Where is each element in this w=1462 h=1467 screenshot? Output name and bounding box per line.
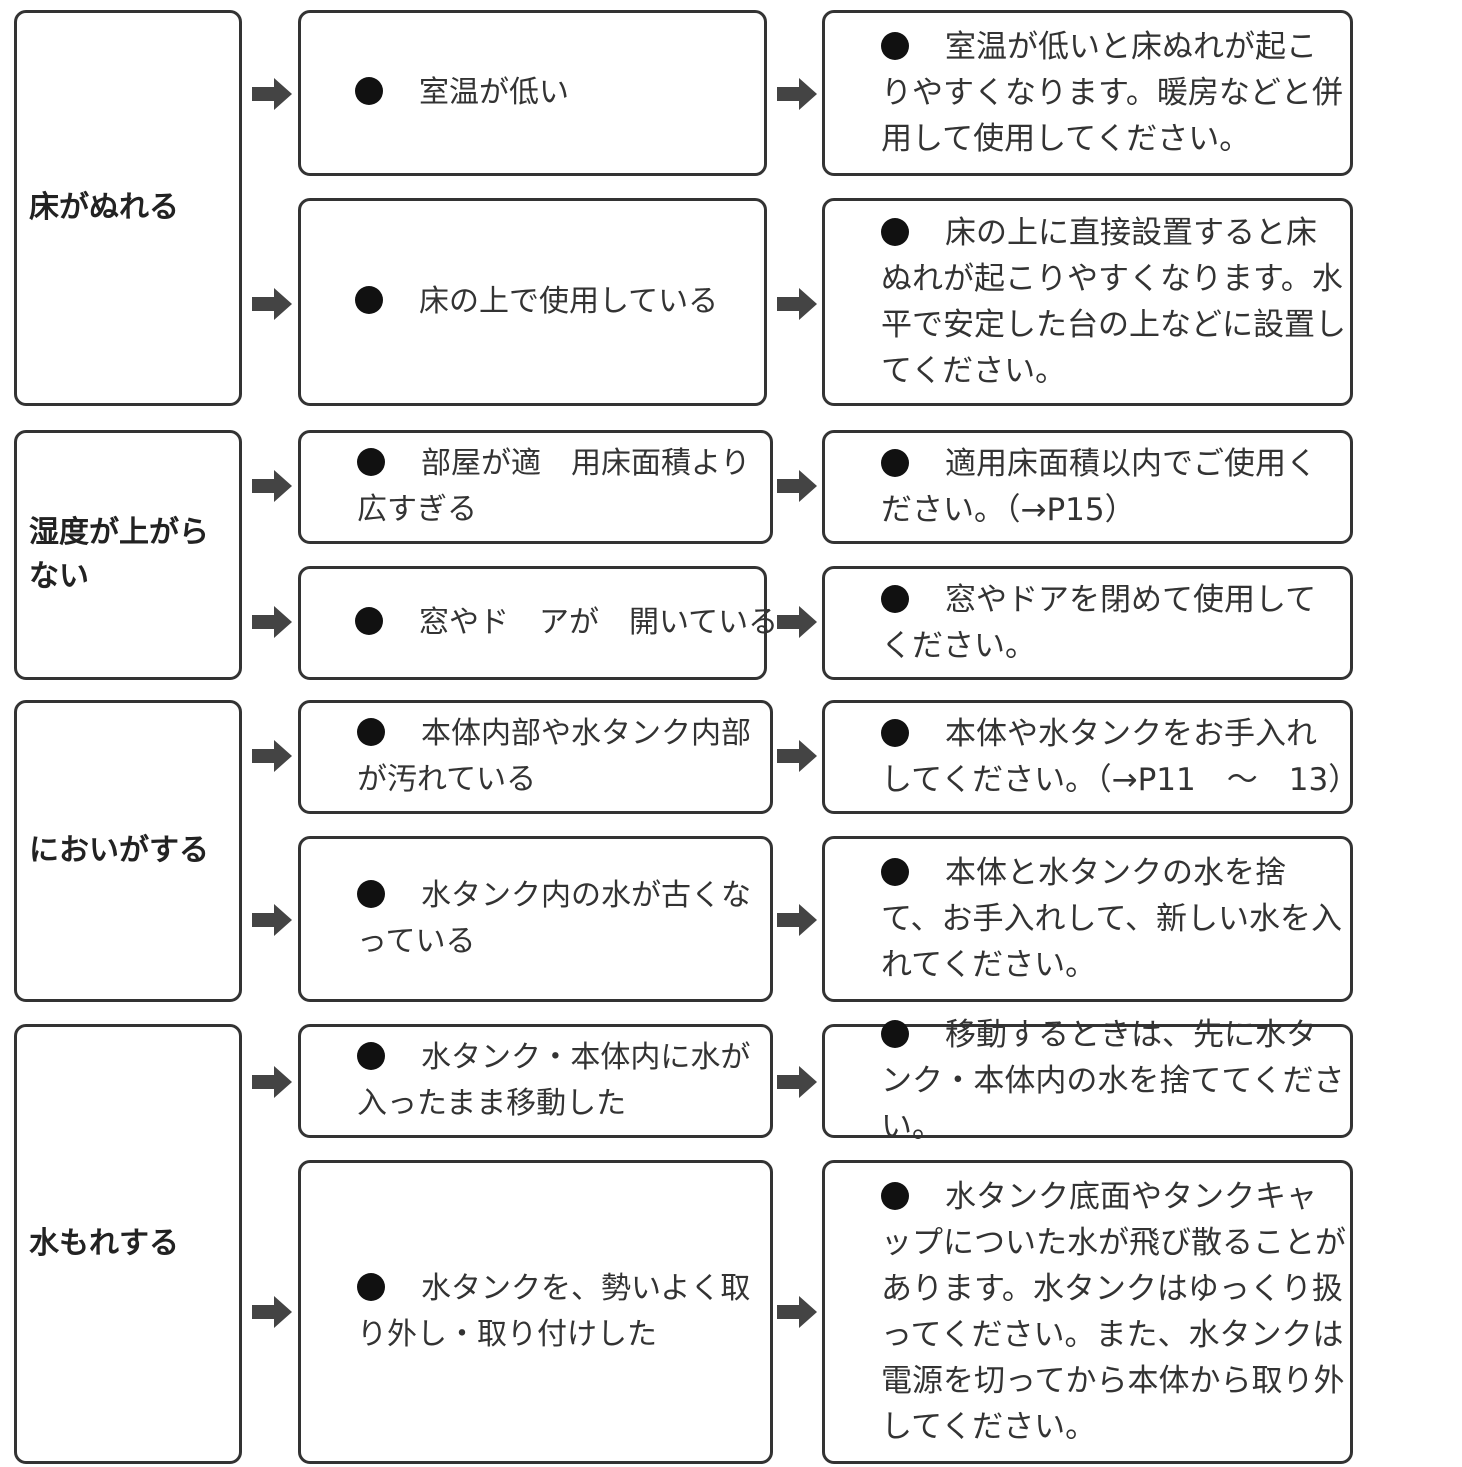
bullet-icon (355, 286, 383, 314)
right-arrow-icon (777, 1066, 817, 1098)
cause-text: 水タンク内の水が古くなっている (357, 878, 751, 959)
cause-text: 部屋が適 用床面積より広すぎる (357, 446, 751, 527)
symptom-label: 床がぬれる (29, 190, 179, 225)
bullet-icon (357, 718, 385, 746)
remedy-text: 適用床面積以内でご使用ください。（→P15） (881, 446, 1317, 528)
bullet-icon (357, 1273, 385, 1301)
remedy-text: 室温が低いと床ぬれが起こりやすくなります。暖房などと併用して使用してください。 (881, 29, 1343, 157)
right-arrow-icon (777, 470, 817, 502)
symptom-label: においがする (29, 833, 209, 868)
right-arrow-icon (252, 470, 292, 502)
right-arrow-icon (252, 904, 292, 936)
remedy-text: 床の上に直接設置すると床ぬれが起こりやすくなります。水平で安定した台の上などに設… (881, 215, 1346, 389)
bullet-icon (355, 77, 383, 105)
right-arrow-icon (252, 1066, 292, 1098)
remedy-box: 本体や水タンクをお手入れしてください。（→P11 ～ 13） (822, 700, 1359, 814)
bullet-icon (355, 607, 383, 635)
cause-box: 室温が低い (298, 10, 767, 176)
cause-text: 床の上で使用している (419, 284, 719, 319)
bullet-icon (357, 880, 385, 908)
right-arrow-icon (252, 1296, 292, 1328)
right-arrow-icon (777, 740, 817, 772)
remedy-text: 移動するときは、先に水タンク・本体内の水を捨ててください。 (881, 1017, 1345, 1145)
remedy-box: 床の上に直接設置すると床ぬれが起こりやすくなります。水平で安定した台の上などに設… (822, 198, 1353, 406)
cause-box: 部屋が適 用床面積より広すぎる (298, 430, 773, 544)
right-arrow-icon (777, 904, 817, 936)
remedy-text: 水タンク底面やタンクキャップについた水が飛び散ることがあります。水タンクはゆっく… (881, 1179, 1346, 1445)
bullet-icon (881, 585, 909, 613)
symptom-label: 水もれする (29, 1226, 179, 1261)
right-arrow-icon (252, 288, 292, 320)
cause-box: 床の上で使用している (298, 198, 767, 406)
remedy-box: 窓やドアを閉めて使用してください。 (822, 566, 1353, 680)
bullet-icon (881, 218, 909, 246)
remedy-box: 本体と水タンクの水を捨て、お手入れして、新しい水を入れてください。 (822, 836, 1353, 1002)
remedy-text: 本体や水タンクをお手入れしてください。（→P11 ～ 13） (881, 716, 1360, 798)
remedy-text: 本体と水タンクの水を捨て、お手入れして、新しい水を入れてください。 (881, 855, 1342, 983)
symptom-water-leak: 水もれする (14, 1024, 242, 1464)
right-arrow-icon (252, 606, 292, 638)
symptom-humidity-low: 湿度が上がらない (14, 430, 242, 680)
cause-box: 窓やド アが 開いている (298, 566, 778, 680)
right-arrow-icon (777, 1296, 817, 1328)
cause-text: 水タンクを、勢いよく取り外し・取り付けした (357, 1271, 751, 1352)
right-arrow-icon (777, 288, 817, 320)
right-arrow-icon (777, 78, 817, 110)
bullet-icon (881, 858, 909, 886)
remedy-box: 室温が低いと床ぬれが起こりやすくなります。暖房などと併用して使用してください。 (822, 10, 1353, 176)
cause-text: 本体内部や水タンク内部が汚れている (357, 716, 751, 797)
cause-box: 水タンクを、勢いよく取り外し・取り付けした (298, 1160, 773, 1464)
remedy-box: 適用床面積以内でご使用ください。（→P15） (822, 430, 1353, 544)
remedy-box: 移動するときは、先に水タンク・本体内の水を捨ててください。 (822, 1017, 1353, 1145)
bullet-icon (881, 449, 909, 477)
cause-box: 水タンク・本体内に水が入ったまま移動した (298, 1024, 773, 1138)
cause-box: 水タンク内の水が古くなっている (298, 836, 773, 1002)
remedy-box: 水タンク底面やタンクキャップについた水が飛び散ることがあります。水タンクはゆっく… (822, 1160, 1353, 1464)
bullet-icon (881, 1182, 909, 1210)
cause-text: 室温が低い (419, 75, 569, 110)
bullet-icon (881, 1020, 909, 1048)
symptom-label: 湿度が上がらない (29, 515, 209, 594)
bullet-icon (881, 719, 909, 747)
symptom-odor: においがする (14, 700, 242, 1002)
cause-box: 本体内部や水タンク内部が汚れている (298, 700, 773, 814)
cause-text: 水タンク・本体内に水が入ったまま移動した (357, 1040, 751, 1121)
bullet-icon (357, 1042, 385, 1070)
right-arrow-icon (252, 740, 292, 772)
bullet-icon (357, 448, 385, 476)
right-arrow-icon (252, 78, 292, 110)
right-arrow-icon (777, 606, 817, 638)
cause-text: 窓やド アが 開いている (419, 605, 779, 640)
bullet-icon (881, 32, 909, 60)
symptom-floor-wet: 床がぬれる (14, 10, 242, 406)
remedy-text: 窓やドアを閉めて使用してください。 (881, 582, 1317, 664)
